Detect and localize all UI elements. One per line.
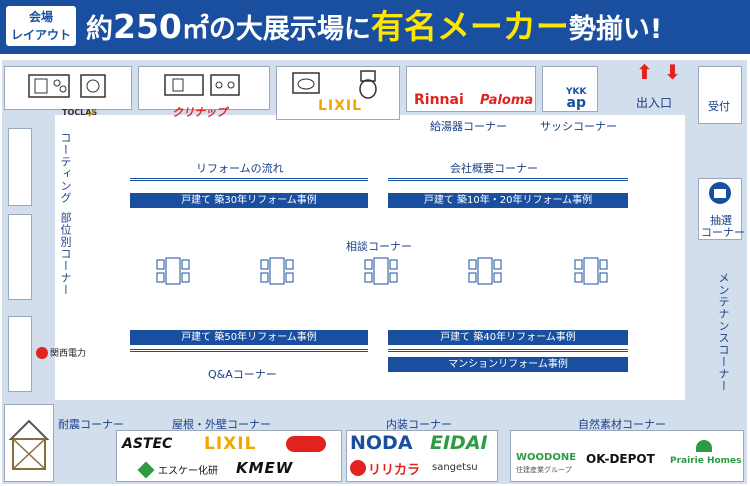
astec-logo: ASTEC — [122, 436, 173, 452]
ykk-line1: YKK — [566, 87, 587, 97]
rail-upper-right — [388, 178, 628, 181]
consultation-table-1-icon — [156, 257, 190, 285]
consultation-corner-label: 相談コーナー — [346, 240, 412, 253]
bar-40-years: 戸建て 築40年リフォーム事例 — [388, 330, 628, 345]
left-booth-3 — [8, 316, 32, 392]
paloma-logo: Paloma — [480, 93, 534, 108]
rinnai-logo: Rinnai — [414, 92, 464, 108]
lottery-label-line1: 抽選 — [710, 214, 732, 227]
company-overview-label: 会社概要コーナー — [450, 162, 538, 175]
consultation-table-4-icon — [468, 257, 502, 285]
booth-toclas — [4, 66, 132, 110]
reception-label: 受付 — [708, 100, 730, 113]
sangetsu-logo: sangetsu — [432, 462, 478, 473]
seismic-corner-label: 耐震コーナー — [58, 418, 124, 431]
sk-kaken-logo: エスケー化研 — [158, 466, 218, 477]
cleanup-logo: クリナップ — [172, 106, 227, 119]
reform-flow-label: リフォームの流れ — [196, 162, 284, 175]
headline-mid: の大展示場に — [208, 14, 371, 45]
badge-line2: レイアウト — [10, 28, 71, 42]
ykk-line2: ap — [566, 95, 586, 111]
bar-50-years: 戸建て 築50年リフォーム事例 — [130, 330, 368, 345]
reception-booth — [698, 66, 742, 124]
booth-cleanup — [138, 66, 270, 110]
headline-unit: ㎡ — [181, 14, 209, 45]
prairie-homes-icon — [696, 440, 712, 452]
ykk-logo: YKK ap — [566, 87, 587, 111]
toclas-logo: TOCLAS — [62, 108, 98, 117]
kansai-denryoku-logo: 関西電力 — [50, 349, 87, 359]
booth-natural — [510, 430, 744, 482]
rail-upper-left — [130, 178, 368, 181]
badge-line1: 会場 — [28, 10, 53, 24]
booth-sash — [542, 66, 598, 112]
center-floor — [55, 115, 685, 400]
qa-corner-label: Q&Aコーナー — [208, 368, 277, 381]
parts-corner-label: 部位別コーナー — [59, 212, 72, 296]
kitchen-sink-icon — [28, 74, 106, 98]
headline-post: 勢揃い! — [568, 14, 663, 45]
woodone-logo: WOODONE — [516, 452, 577, 463]
kansai-denryoku-icon — [36, 347, 48, 359]
rail-lower-right — [388, 349, 628, 352]
prairie-homes-logo: Prairie Homes — [670, 456, 742, 466]
consultation-table-5-icon — [574, 257, 608, 285]
lottery-booth — [698, 178, 742, 240]
interior-corner-label: 内装コーナー — [386, 418, 452, 431]
roof-wall-corner-label: 屋根・外壁コーナー — [172, 418, 271, 431]
bar-30-years: 戸建て 築30年リフォーム事例 — [130, 193, 368, 208]
house-frame-icon — [8, 419, 50, 470]
lottery-label-line2: コーナー — [701, 226, 745, 239]
left-booth-1 — [8, 128, 32, 206]
booth-interior — [346, 430, 498, 482]
booth-lixil-top — [276, 66, 400, 120]
entrance-label: 出入口 — [636, 96, 673, 110]
kmew-logo: KMEW — [236, 459, 294, 477]
headline-highlight: 有名メーカー — [370, 7, 569, 46]
booth-seismic — [4, 404, 54, 482]
check-icon: ✓ — [86, 106, 98, 122]
eidai-logo: EIDAI — [430, 432, 488, 454]
venue-layout-badge: 会場 レイアウト — [6, 6, 76, 46]
sash-corner-label: サッシコーナー — [540, 120, 617, 133]
bar-mansion: マンションリフォーム事例 — [388, 357, 628, 372]
kitchen-stove-icon — [164, 74, 240, 96]
left-booth-2 — [8, 214, 32, 300]
rail-lower-left — [130, 349, 368, 352]
noda-logo: NODA — [350, 432, 413, 454]
lixil-top-logo: LIXIL — [318, 98, 363, 114]
maintenance-corner-label: メンテナンスコーナー — [717, 272, 730, 392]
header-banner — [0, 0, 750, 54]
natural-corner-label: 自然素材コーナー — [578, 418, 666, 431]
lixil-bottom-logo: LIXIL — [204, 434, 257, 454]
woodone-sub: 住建産業グループ — [516, 466, 572, 474]
headline: 約250㎡の大展示場に有名メーカー勢揃い! — [86, 4, 662, 50]
consultation-table-2-icon — [260, 257, 294, 285]
lilycolor-icon — [350, 460, 366, 476]
entrance-arrow-down-icon: ⬇ — [664, 60, 681, 84]
water-heater-corner-label: 給湯器コーナー — [430, 120, 507, 133]
consultation-table-3-icon — [364, 257, 398, 285]
washbasin-toilet-icon — [292, 70, 377, 99]
booth-water-heater — [406, 66, 536, 112]
headline-number: 250 — [113, 7, 182, 46]
brand-badge-icon — [286, 436, 326, 452]
lilycolor-logo: リリカラ — [368, 463, 421, 478]
lottery-icon — [709, 182, 731, 204]
entrance-arrow-up-icon: ⬆ — [636, 60, 653, 84]
coating-corner-label: コーティング — [59, 132, 72, 204]
bar-10-20-years: 戸建て 築10年・20年リフォーム事例 — [388, 193, 628, 208]
ok-depot-logo: OK-DEPOT — [586, 452, 655, 466]
headline-pre: 約 — [86, 14, 113, 45]
